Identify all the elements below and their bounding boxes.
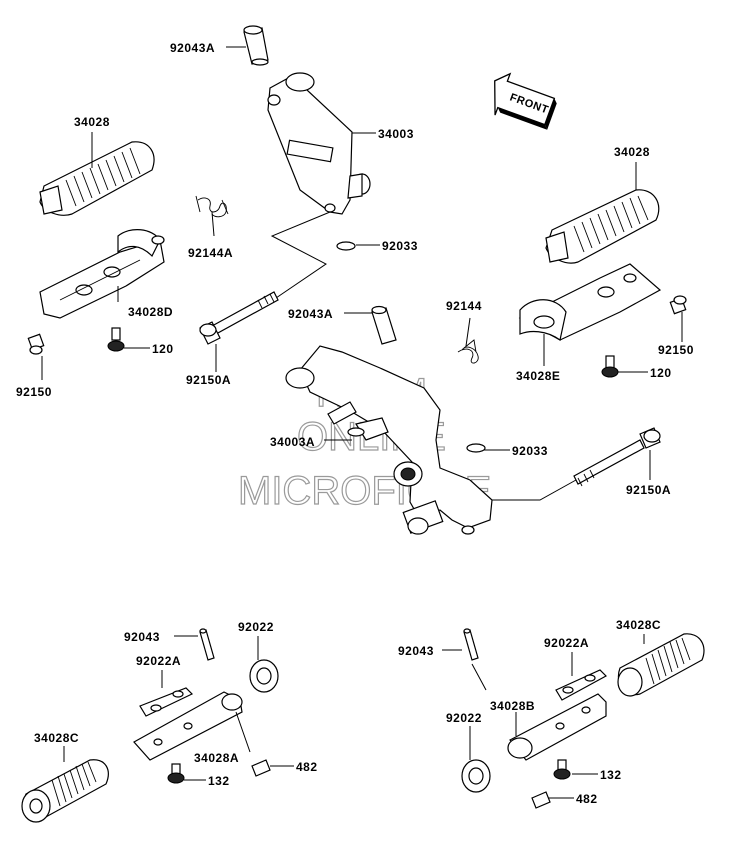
bolt-92150a-left	[199, 291, 279, 345]
label-92043a-top: 92043A	[170, 41, 215, 55]
washer-34003a-part	[347, 427, 365, 437]
washer-92022-br	[461, 759, 491, 793]
label-92022a-bl: 92022A	[136, 654, 181, 668]
spring-92144a	[195, 195, 229, 218]
label-482-br: 482	[576, 792, 598, 806]
label-34028d: 34028D	[128, 305, 173, 319]
label-92150-left: 92150	[16, 385, 52, 399]
bolt-120-left	[107, 327, 125, 352]
label-34028c-br: 34028C	[616, 618, 661, 632]
label-34003a: 34003A	[270, 435, 315, 449]
label-482-bl: 482	[296, 760, 318, 774]
label-34028-right: 34028	[614, 145, 650, 159]
bracket-34003	[267, 72, 371, 215]
rubber-34028-left	[39, 141, 155, 216]
bolt-92150a-right	[573, 427, 661, 487]
arm-34028a	[133, 691, 243, 761]
label-92043-bl: 92043	[124, 630, 160, 644]
label-92043-br: 92043	[398, 644, 434, 658]
label-92022-bl: 92022	[238, 620, 274, 634]
label-34028c-bl: 34028C	[34, 731, 79, 745]
label-34028a: 34028A	[194, 751, 239, 765]
washer-92022-bl	[249, 659, 279, 693]
bolt-132-bl	[167, 763, 185, 784]
clip-482-bl	[251, 759, 271, 777]
clip-482-br	[531, 791, 551, 809]
screw-92150-left	[27, 333, 45, 355]
label-34003: 34003	[378, 127, 414, 141]
bolt-120-right	[601, 355, 619, 378]
bolt-132-br	[553, 759, 571, 780]
pin-92043a-top	[243, 25, 269, 66]
spring-92144	[457, 339, 479, 364]
pin-92043-br	[463, 628, 479, 661]
label-92150-right: 92150	[658, 343, 694, 357]
label-132-bl: 132	[208, 774, 230, 788]
washer-92033-mid	[466, 443, 486, 453]
plate-92022a-bl	[139, 687, 194, 717]
label-92022-br: 92022	[446, 711, 482, 725]
leader-lines	[41, 46, 683, 799]
plate-92022a-br	[555, 669, 607, 701]
arm-34028b	[507, 693, 607, 761]
label-120-left: 120	[152, 342, 174, 356]
front-arrow-icon: FRONT	[494, 72, 557, 130]
pin-92043a-mid	[371, 305, 397, 345]
screw-92150-right	[669, 295, 687, 315]
label-92144a: 92144A	[188, 246, 233, 260]
label-92043a-mid: 92043A	[288, 307, 333, 321]
rubber-34028c-bl	[21, 759, 109, 823]
label-92033-top: 92033	[382, 239, 418, 253]
label-92144: 92144	[446, 299, 482, 313]
part-labels: 92043A 34003 34028 92144A 92033 34028D 1…	[16, 41, 694, 806]
footpeg-34028d	[39, 229, 165, 319]
label-34028e: 34028E	[516, 369, 560, 383]
footpeg-34028e	[518, 263, 662, 342]
pin-92043-bl	[199, 628, 215, 661]
rubber-34028c-br	[617, 633, 705, 697]
label-92150a-right: 92150A	[626, 483, 671, 497]
washer-92033-top	[336, 241, 356, 251]
pedal-34003a	[285, 345, 493, 535]
label-120-right: 120	[650, 366, 672, 380]
label-92150a-left: 92150A	[186, 373, 231, 387]
label-34028b: 34028B	[490, 699, 535, 713]
label-132-br: 132	[600, 768, 622, 782]
label-92033-mid: 92033	[512, 444, 548, 458]
rubber-34028-right	[545, 189, 660, 264]
label-34028-left: 34028	[74, 115, 110, 129]
label-92022a-br: 92022A	[544, 636, 589, 650]
